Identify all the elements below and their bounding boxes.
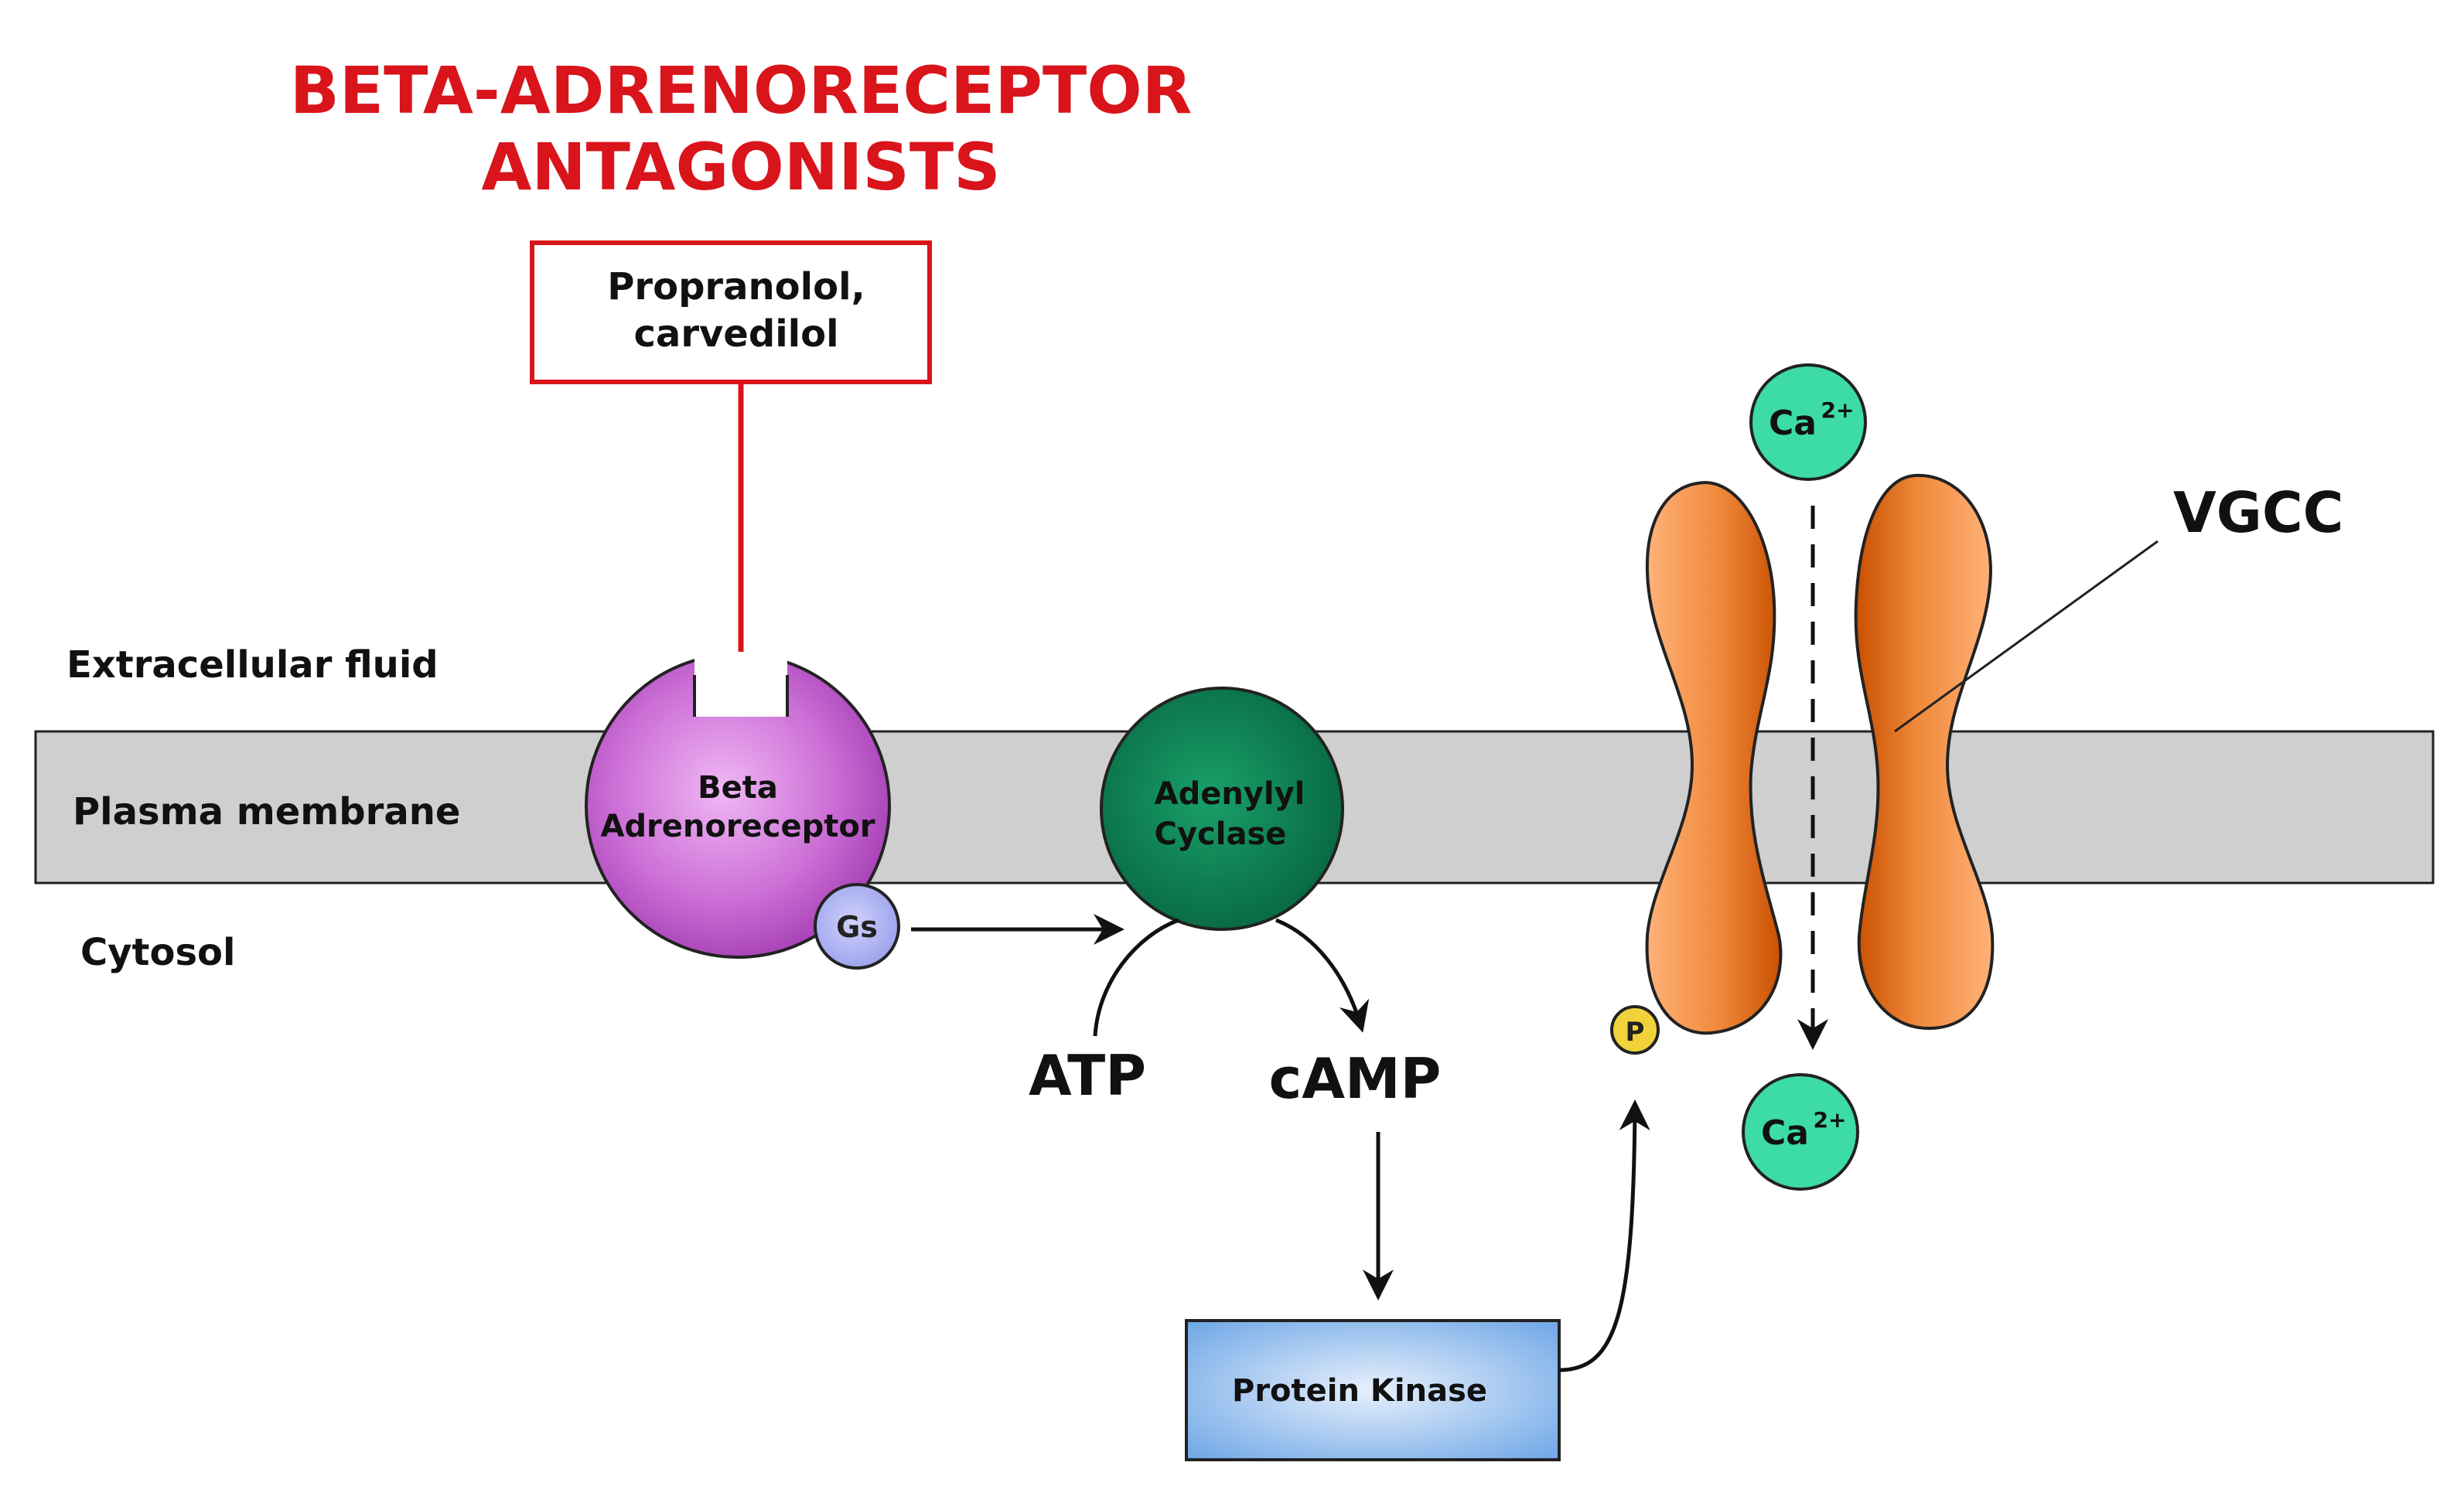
phosphate-label: P (1626, 1017, 1645, 1048)
receptor-binding-site (694, 652, 787, 717)
cyclase-label-1: Adenylyl (1155, 776, 1305, 812)
atp-curve (1093, 918, 1179, 1037)
protein-kinase (1185, 1319, 1561, 1461)
receptor-label-2: Adrenoreceptor (600, 809, 875, 844)
receptor-label-1: Beta (698, 770, 778, 806)
atp-label: ATP (1029, 1043, 1146, 1108)
kinase-to-phosphate-arrow (1558, 1099, 1650, 1372)
region-cytosol: Cytosol (80, 931, 235, 974)
camp-curve-arrow (1275, 918, 1370, 1033)
drug-line-2: carvedilol (633, 312, 838, 356)
adenylyl-cyclase (1100, 687, 1344, 931)
drug-box (530, 240, 932, 384)
phosphate-group (1610, 1005, 1660, 1055)
vgcc-label: VGCC (2173, 480, 2344, 545)
camp-label: cAMP (1269, 1046, 1442, 1111)
protein-kinase-label: Protein Kinase (1232, 1373, 1487, 1409)
title-line-1: BETA-ADRENORECEPTOR (290, 53, 1193, 128)
calcium-outside-symbol: Ca (1769, 404, 1817, 443)
title-line-2: ANTAGONISTS (481, 129, 1000, 205)
calcium-ion-inside (1742, 1073, 1859, 1191)
vgcc-right-subunit (1854, 473, 1995, 1031)
calcium-inside-symbol: Ca (1761, 1113, 1809, 1153)
calcium-inside-charge: 2+ (1814, 1107, 1847, 1133)
drug-line-1: Propranolol, (607, 265, 865, 308)
vgcc-leader-line (1894, 540, 2159, 733)
calcium-outside-charge: 2+ (1821, 397, 1855, 423)
gs-label: Gs (836, 910, 878, 944)
calcium-ion-outside (1749, 363, 1867, 481)
gs-protein (814, 883, 900, 970)
region-plasma-membrane: Plasma membrane (73, 790, 460, 833)
cyclase-label-2: Cyclase (1155, 816, 1287, 852)
vgcc-left-subunit (1645, 481, 1783, 1035)
region-extracellular: Extracellular fluid (67, 643, 439, 687)
